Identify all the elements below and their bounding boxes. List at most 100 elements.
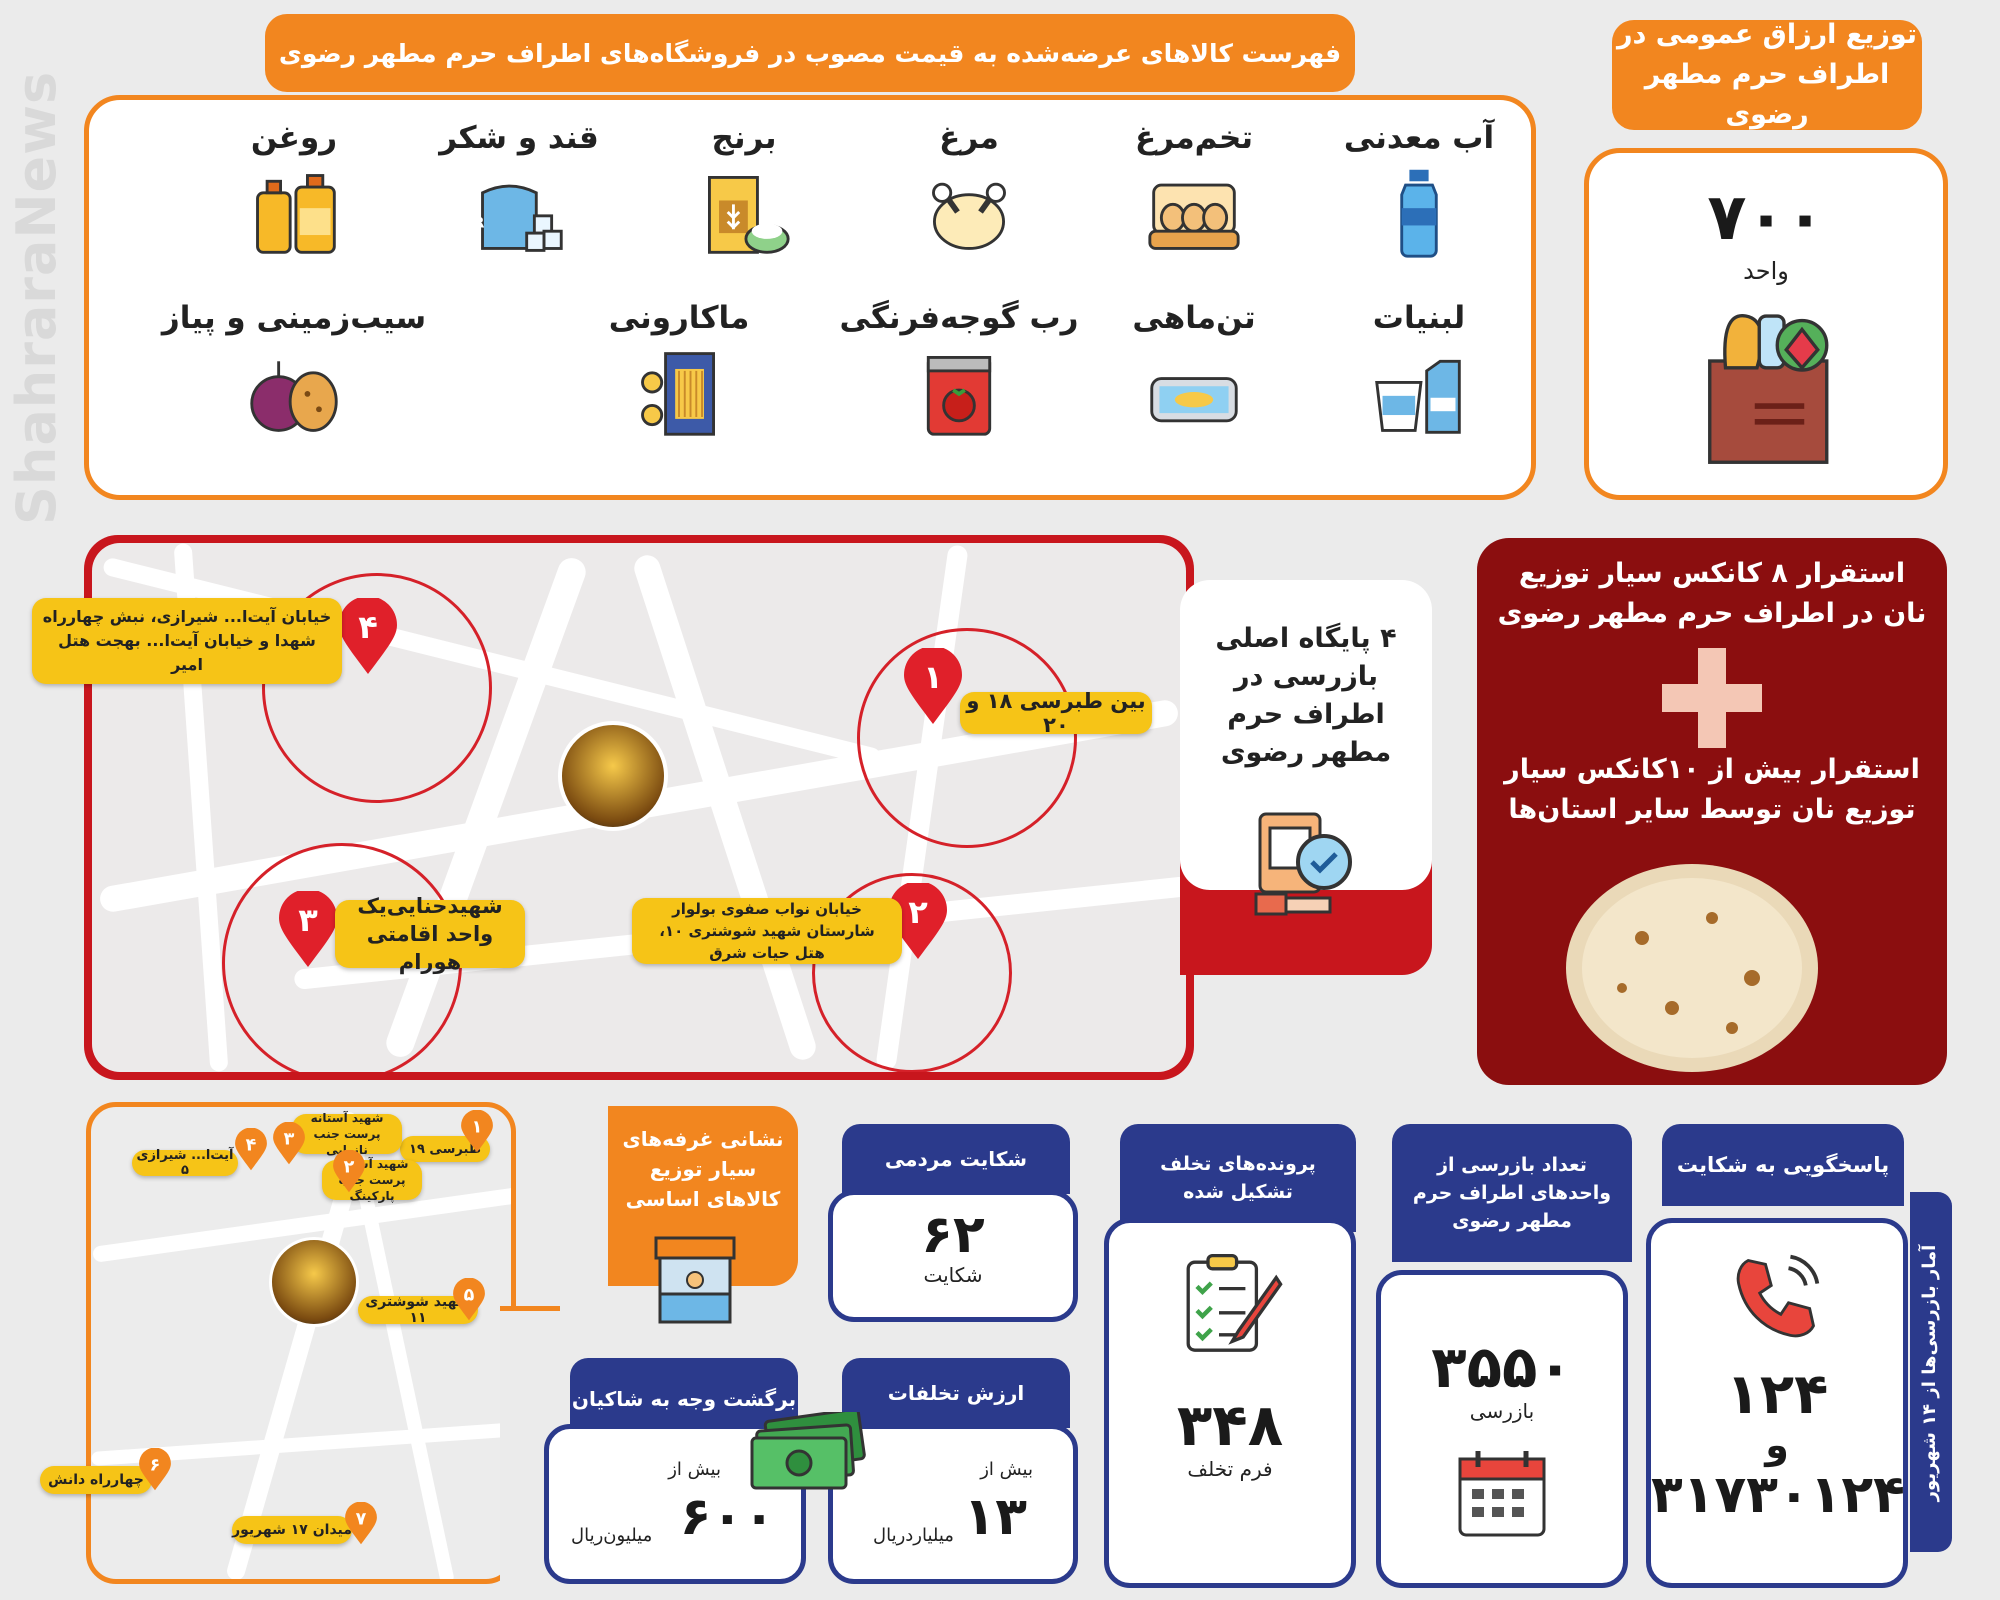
- refund-prefix: بیش از: [668, 1459, 721, 1480]
- marker-number: ۱: [472, 1118, 483, 1138]
- pasta-icon: [641, 352, 715, 436]
- bread-line1: استقرار ۸ کانکس سیار توزیع نان در اطراف …: [1497, 558, 1927, 629]
- grocery-bag-icon: [1708, 314, 1829, 464]
- bases-title: ۴ پایگاه اصلی بازرسی در اطراف حرم مطهر ر…: [1215, 623, 1397, 768]
- map2-label-4: آیت‌ا... شیرازی ۵: [132, 1148, 238, 1178]
- response-box: ۱۲۴ و ۳۱۷۳۰۱۲۴: [1646, 1218, 1908, 1588]
- bread-line2: استقرار بیش از ۱۰کانکس سیار توزیع نان تو…: [1504, 754, 1920, 825]
- good-eggs: تخم‌مرغ: [1079, 120, 1309, 280]
- good-water: آب معدنی: [1304, 120, 1534, 280]
- marker-number: ۱: [923, 658, 943, 696]
- map1-label-1: بین طبرسی ۱۸ و ۲۰: [960, 689, 1152, 737]
- map1-label-3: شهیدحنایی‌یک واحد اقامتی هورام: [335, 894, 525, 974]
- refund-unit: میلیون‌ریال: [571, 1525, 653, 1546]
- good-label: رب گوجه‌فرنگی: [839, 300, 1079, 336]
- complaints-title: شکایت مردمی: [842, 1124, 1070, 1194]
- checklist-icon: [1186, 1253, 1283, 1352]
- good-label: روغن: [250, 120, 338, 156]
- good-label: برنج: [711, 120, 777, 156]
- refund-value: ۶۰۰: [679, 1487, 775, 1547]
- map1-label-4: خیابان آیت‌ا... شیرازی، نبش چهارراه شهدا…: [32, 598, 342, 684]
- good-label: تخم‌مرغ: [1135, 120, 1253, 156]
- map-pin-icon: ۴: [235, 1128, 267, 1171]
- violations-value: ۳۴۸: [1176, 1391, 1284, 1459]
- kiosk-title: نشانی غرفه‌های سیار توزیع کالاهای اساسی: [622, 1127, 784, 1211]
- violation-value-unit: میلیاردریال: [873, 1525, 954, 1546]
- map-pin-icon: ۵: [453, 1278, 485, 1321]
- map-pin-icon: ۷: [345, 1502, 377, 1545]
- cash-icon: [750, 1412, 866, 1490]
- map-pin-icon: ۱: [461, 1110, 493, 1153]
- response-value2: ۳۱۷۳۰۱۲۴: [1651, 1465, 1905, 1525]
- sugar-text: SUGAR: [471, 215, 484, 231]
- stats-side-panel: [1910, 1192, 1952, 1552]
- good-label: ماکارونی: [608, 300, 750, 336]
- calendar-icon: [1458, 1451, 1546, 1537]
- violations-box: ۳۴۸ فرم تخلف: [1104, 1218, 1356, 1588]
- good-tuna: تن‌ماهی: [1079, 300, 1309, 460]
- marker-number: ۳: [284, 1130, 295, 1150]
- good-rice: برنج: [629, 120, 859, 280]
- distribution-panel: ۷۰۰ واحد: [1584, 148, 1948, 500]
- distribution-title: توزیع ارزاق عمومی در اطراف حرم مطهر رضوی: [1612, 19, 1922, 130]
- watermark: ShahraraNews: [5, 70, 68, 525]
- good-label: سیب‌زمینی و پیاز: [161, 300, 427, 336]
- tuna-can-icon: [1150, 377, 1238, 423]
- tomato-paste-icon: [926, 356, 992, 436]
- inspection-icon: [1254, 812, 1352, 916]
- distribution-value: ۷۰۰: [1707, 181, 1825, 255]
- map-pin-icon: ۴: [339, 598, 397, 674]
- marker-number: ۴: [358, 608, 378, 646]
- marker-number: ۶: [150, 1456, 161, 1476]
- violation-value-value: ۱۳: [963, 1487, 1027, 1547]
- good-label: قند و شکر: [439, 120, 599, 156]
- good-label: لبنیات: [1372, 300, 1466, 336]
- marker-number: ۳: [298, 901, 318, 939]
- map-pin-icon: ۳: [279, 891, 337, 967]
- distribution-unit: واحد: [1743, 257, 1789, 285]
- dairy-icon: [1375, 359, 1461, 434]
- kiosk-icon: [654, 1236, 736, 1324]
- inspections-unit: بازرسی: [1469, 1399, 1535, 1423]
- stats-side-label: آمار بازرسی‌ها از ۱۴ شهریور: [1919, 1244, 1940, 1502]
- inspections-box: ۳۵۵۰ بازرسی: [1376, 1270, 1628, 1588]
- good-label: مرغ: [939, 120, 999, 156]
- egg-tray-icon: [1148, 183, 1240, 250]
- phone-icon: [1736, 1254, 1820, 1338]
- map2-label-3: شهید آستانه پرست جنب نانوایی: [292, 1111, 402, 1157]
- good-sugar: قند و شکر SUGAR: [404, 120, 634, 280]
- water-bottle-icon: [1400, 169, 1438, 258]
- complaints-unit: شکایت: [923, 1263, 983, 1287]
- map2-label-6: چهارراه دانش: [40, 1466, 152, 1494]
- marker-number: ۲: [908, 893, 928, 931]
- response-value1: ۱۲۴: [1725, 1362, 1829, 1427]
- map-pin-icon: ۳: [273, 1122, 305, 1165]
- shrine-image: [269, 1237, 359, 1327]
- good-oil: روغن: [179, 120, 409, 280]
- kiosk-map-notch-border: [500, 1306, 560, 1311]
- bread-panel: استقرار ۸ کانکس سیار توزیع نان در اطراف …: [1477, 538, 1947, 1085]
- violations-unit: فرم تخلف: [1187, 1457, 1273, 1481]
- violation-value-prefix: بیش از: [980, 1459, 1033, 1480]
- violations-title: پرونده‌های تخلف تشکیل شده: [1120, 1124, 1356, 1232]
- marker-number: ۵: [464, 1286, 475, 1306]
- oil-bottle-icon: [256, 174, 336, 254]
- chicken-icon: [932, 182, 1006, 250]
- goods-panel: آب معدنی تخم‌مرغ مرغ برنج قند و شکر SUGA…: [84, 95, 1536, 500]
- inspections-title: تعداد بازرسی از واحدهای اطراف حرم مطهر ر…: [1392, 1124, 1632, 1262]
- good-dairy: لبنیات: [1304, 300, 1534, 460]
- map2-label-2: شهید آستانه پرست جنب پارکینگ: [322, 1157, 422, 1203]
- bases-panel: ۴ پایگاه اصلی بازرسی در اطراف حرم مطهر ر…: [1180, 580, 1432, 916]
- map1-label-2: خیابان نواب صفوی بولوار شارستان شهید شوش…: [632, 898, 902, 964]
- violation-value-box: بیش از ۱۳ میلیاردریال: [828, 1424, 1078, 1584]
- good-chicken: مرغ: [854, 120, 1084, 280]
- complaints-box: ۶۲ شکایت: [828, 1190, 1078, 1322]
- map-pin-icon: ۶: [139, 1448, 171, 1491]
- plus-icon: [1662, 648, 1762, 748]
- marker-number: ۴: [246, 1136, 257, 1156]
- good-pasta: ماکارونی: [564, 300, 794, 460]
- map2-label-7: میدان ۱۷ شهریور: [232, 1516, 352, 1544]
- map-pin-icon: ۲: [333, 1150, 365, 1193]
- good-label: آب معدنی: [1343, 120, 1495, 156]
- response-title: پاسخگویی به شکایت: [1662, 1124, 1904, 1206]
